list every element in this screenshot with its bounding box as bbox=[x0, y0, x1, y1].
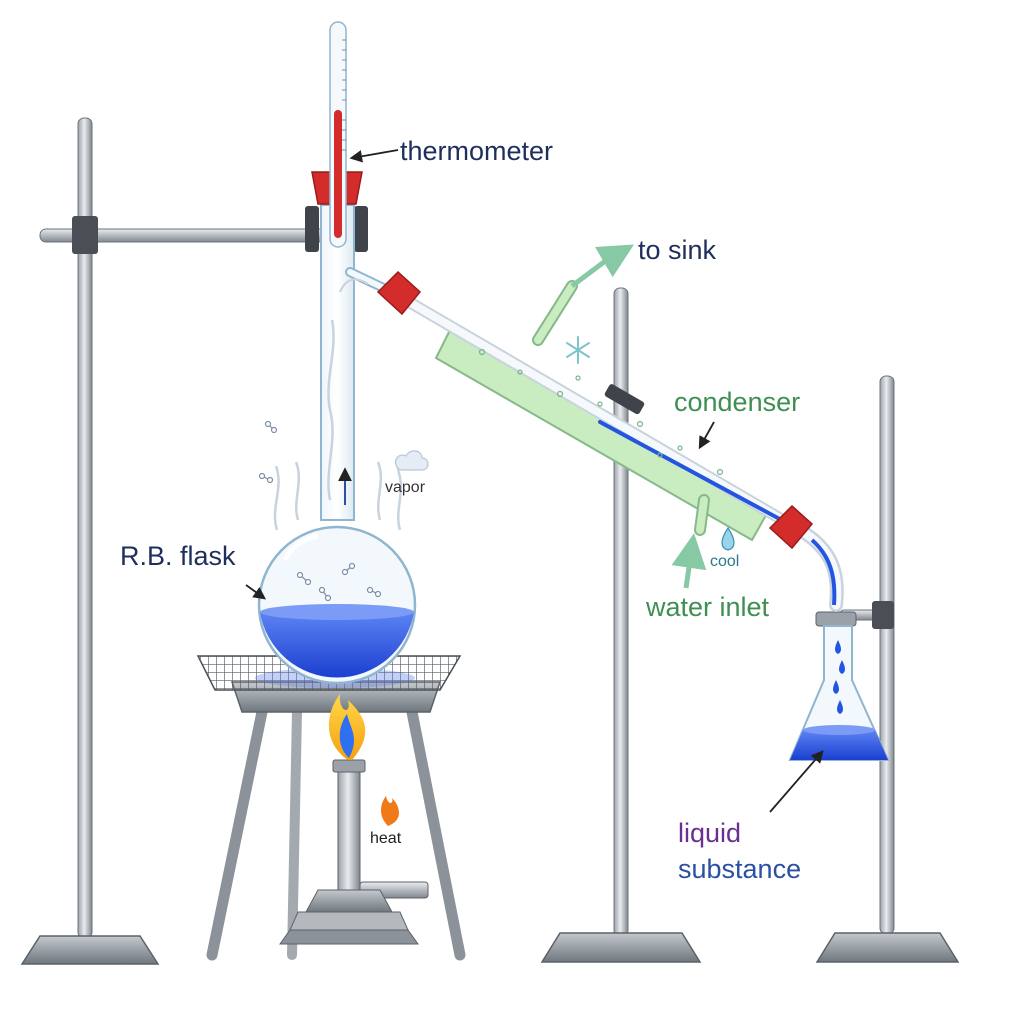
round-bottom-flask bbox=[257, 204, 417, 685]
right-ring-stand bbox=[815, 375, 960, 963]
conical-flask bbox=[788, 625, 890, 761]
water-inlet-arrow bbox=[671, 533, 707, 589]
water-drop-icon bbox=[721, 526, 735, 551]
bunsen-burner bbox=[279, 759, 429, 945]
condenser-outlet-stopper bbox=[768, 504, 814, 550]
liquid-leader bbox=[769, 750, 824, 813]
label-substance: substance bbox=[678, 854, 802, 884]
heat-wisps bbox=[273, 461, 403, 531]
label-cool: cool bbox=[710, 553, 740, 570]
thermometer-leader bbox=[349, 149, 399, 163]
molecule-icon bbox=[258, 420, 278, 484]
left-ring-stand bbox=[20, 117, 368, 965]
label-condenser: condenser bbox=[674, 387, 801, 417]
condenser-leader bbox=[698, 421, 715, 450]
condenser-inlet-stopper bbox=[376, 270, 422, 316]
snowflake-icon bbox=[566, 336, 590, 364]
label-water-inlet: water inlet bbox=[646, 592, 770, 622]
condenser-tube bbox=[386, 280, 806, 542]
flame-icon bbox=[381, 796, 399, 826]
label-liquid: liquid bbox=[678, 818, 742, 848]
burner-flame bbox=[328, 694, 366, 760]
label-vapor: vapor bbox=[385, 479, 426, 496]
vapor-cloud-icon bbox=[394, 450, 429, 471]
label-thermometer: thermometer bbox=[400, 136, 554, 166]
rb-flask-leader bbox=[245, 584, 267, 600]
thermometer bbox=[329, 21, 347, 248]
label-heat: heat bbox=[370, 830, 402, 847]
label-rb-flask: R.B. flask bbox=[120, 541, 236, 571]
label-to-sink: to sink bbox=[638, 235, 717, 265]
to-sink-arrow bbox=[570, 244, 635, 288]
